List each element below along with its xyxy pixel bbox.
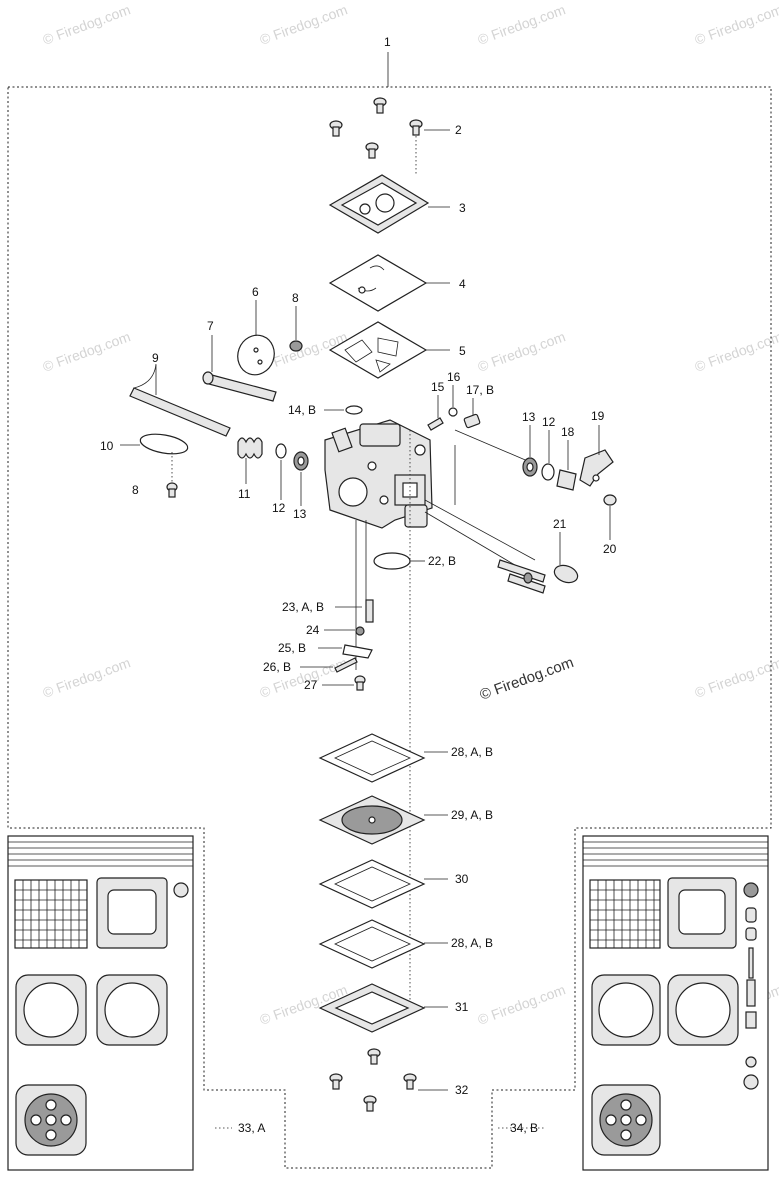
label-15: 15 <box>431 380 445 394</box>
part-17-plug <box>463 413 481 429</box>
part-9-choke-shaft <box>129 363 231 437</box>
label-34: 34, B <box>510 1121 538 1135</box>
label-6: 6 <box>252 285 259 299</box>
watermark: © Firedog.com <box>41 1 133 48</box>
screw-top-group <box>329 97 423 159</box>
label-20: 20 <box>603 542 617 556</box>
part-16-ball <box>448 407 458 417</box>
label-7: 7 <box>207 319 214 333</box>
label-17: 17, B <box>466 383 494 397</box>
watermark: © Firedog.com <box>258 1 350 48</box>
label-26: 26, B <box>263 660 291 674</box>
part-10-choke-plate <box>139 433 189 455</box>
label-31: 31 <box>455 1000 469 1014</box>
part-labels: 1 2 3 4 5 6 7 8 8 9 10 11 12 13 14, B 15… <box>100 35 617 1135</box>
part-13-seal-left <box>293 451 309 471</box>
part-18-bushing <box>556 469 577 491</box>
part-20-screw <box>603 494 617 506</box>
part-8-screw-lower <box>166 482 178 498</box>
label-19: 19 <box>591 409 605 423</box>
part-27-screw <box>354 675 366 691</box>
label-4: 4 <box>459 277 466 291</box>
part-14-plug <box>345 405 363 415</box>
part-21-adjusting-screws <box>497 559 579 594</box>
part-30-plate <box>318 859 426 909</box>
label-13: 13 <box>522 410 536 424</box>
label-8: 8 <box>292 291 299 305</box>
label-22: 22, B <box>428 554 456 568</box>
assembly-frame <box>7 86 772 1169</box>
watermark: © Firedog.com <box>41 328 133 375</box>
label-30: 30 <box>455 872 469 886</box>
carburetor-body <box>324 419 433 529</box>
part-4-pump-diaphragm <box>328 254 428 312</box>
part-25-control-lever <box>342 644 373 659</box>
label-18: 18 <box>561 425 575 439</box>
label-2: 2 <box>455 123 462 137</box>
part-28-gasket-lower <box>318 919 426 969</box>
part-11-spring <box>237 437 263 459</box>
watermark: © Firedog.com <box>693 1 779 48</box>
repair-kit-b <box>582 835 769 1171</box>
label-24: 24 <box>306 623 320 637</box>
label-1: 1 <box>384 35 391 49</box>
label-29: 29, A, B <box>451 808 493 822</box>
label-8: 8 <box>132 483 139 497</box>
watermark-center: © Firedog.com <box>478 654 576 704</box>
label-3: 3 <box>459 201 466 215</box>
part-23-inlet-needle <box>365 599 374 623</box>
part-29-metering-diaphragm <box>318 795 426 845</box>
label-23: 23, A, B <box>282 600 324 614</box>
part-12-washer-right <box>541 463 555 481</box>
label-27: 27 <box>304 678 318 692</box>
part-13-seal-right <box>522 457 538 477</box>
part-12-washer-left <box>275 443 287 459</box>
part-3-pump-cover <box>328 174 430 234</box>
repair-kit-a <box>7 835 194 1171</box>
part-32-screws <box>329 1048 417 1112</box>
label-25: 25, B <box>278 641 306 655</box>
label-12: 12 <box>542 415 556 429</box>
label-28: 28, A, B <box>451 936 493 950</box>
part-15-spring <box>427 417 444 431</box>
watermark: © Firedog.com <box>41 654 133 701</box>
part-28-gasket-upper <box>318 733 426 783</box>
watermark: © Firedog.com <box>693 328 779 375</box>
label-14: 14, B <box>288 403 316 417</box>
part-26-pin <box>334 657 358 673</box>
part-7-throttle-shaft <box>202 371 277 402</box>
part-8-screw-upper <box>289 340 303 352</box>
watermark: © Firedog.com <box>476 328 568 375</box>
part-24-spring <box>355 626 365 636</box>
label-12: 12 <box>272 501 286 515</box>
part-22-gasket <box>373 552 411 570</box>
label-16: 16 <box>447 370 461 384</box>
part-31-metering-cover <box>318 983 426 1033</box>
label-13: 13 <box>293 507 307 521</box>
label-32: 32 <box>455 1083 469 1097</box>
watermark: © Firedog.com <box>476 981 568 1028</box>
label-9: 9 <box>152 351 159 365</box>
label-10: 10 <box>100 439 114 453</box>
label-21: 21 <box>553 517 567 531</box>
label-28: 28, A, B <box>451 745 493 759</box>
watermark: © Firedog.com <box>693 654 779 701</box>
label-5: 5 <box>459 344 466 358</box>
part-6-throttle-plate <box>237 334 275 376</box>
watermark: © Firedog.com <box>476 1 568 48</box>
part-19-lever <box>579 449 614 487</box>
label-11: 11 <box>238 487 251 501</box>
label-33: 33, A <box>238 1121 265 1135</box>
